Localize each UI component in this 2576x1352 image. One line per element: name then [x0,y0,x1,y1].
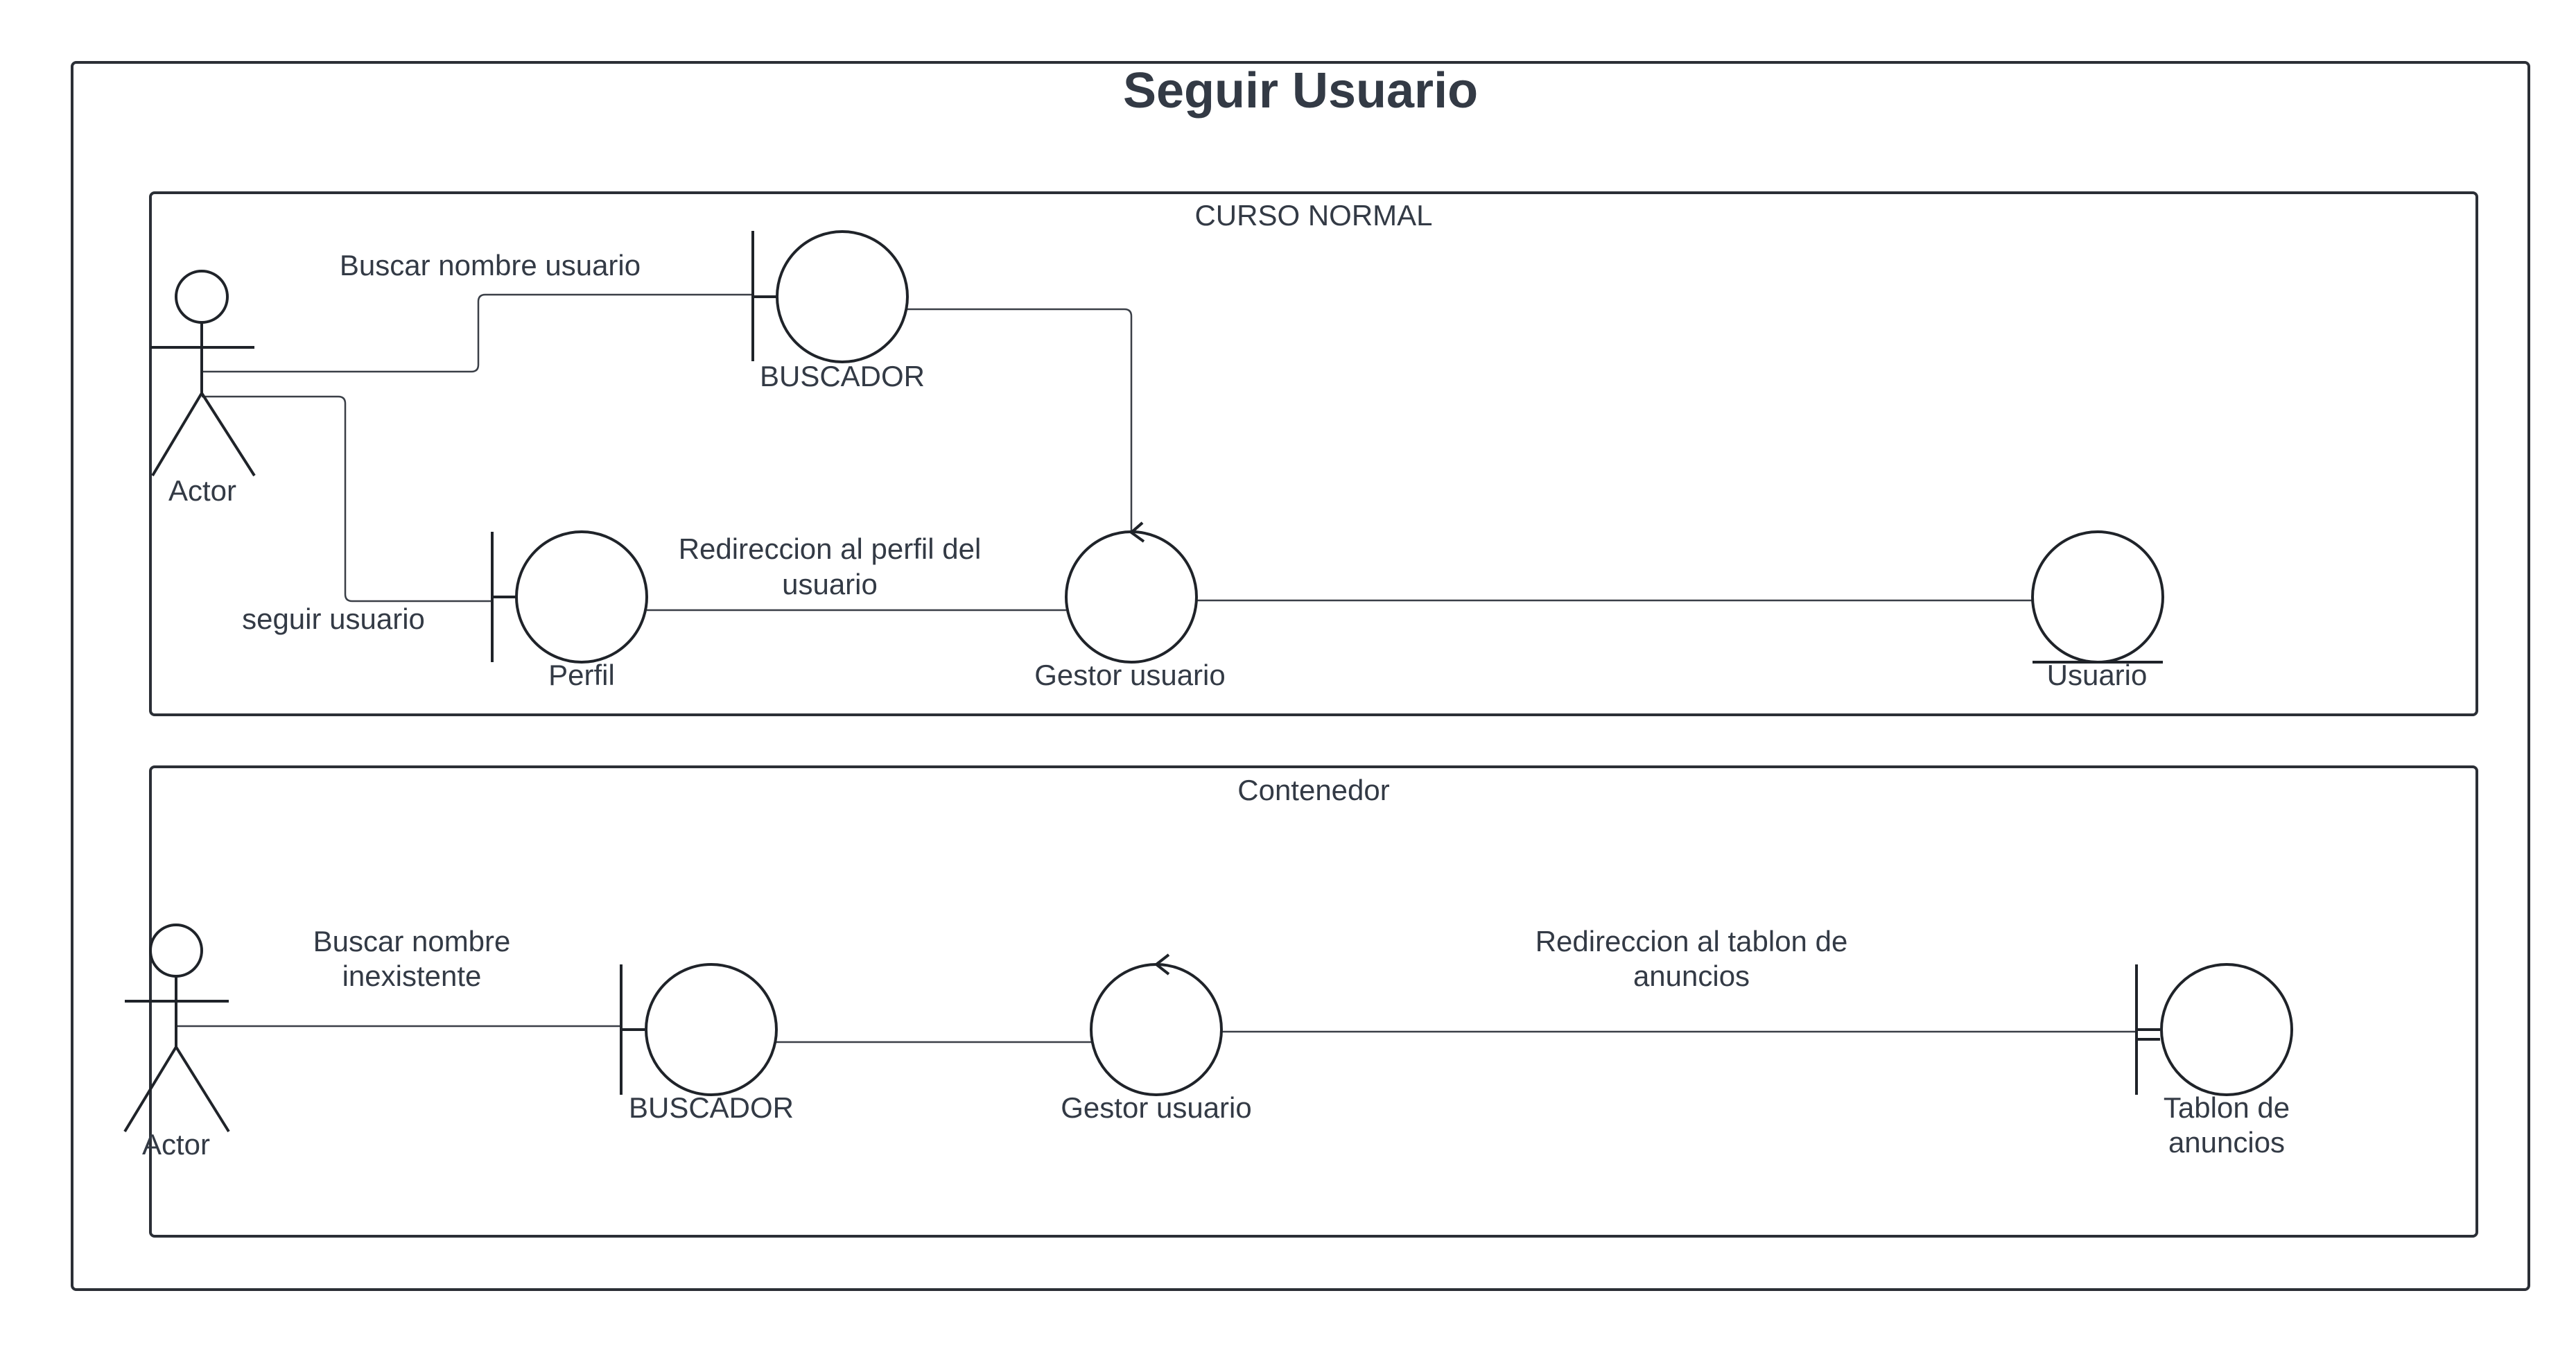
edge-label-redireccion-perfil-line2: usuario [782,568,878,600]
control-gestor-usuario-alt [1090,953,1223,1096]
edge-label-seguir-usuario: seguir usuario [242,603,425,635]
edge-label-redireccion-perfil-line1: Redireccion al perfil del [679,532,982,565]
buscador-label-alt: BUSCADOR [629,1091,794,1124]
entity-usuario [2031,530,2164,664]
boundary-buscador-alt [620,963,778,1096]
outer-frame [71,61,2530,1291]
edge-buscador-to-gestor [907,308,1133,532]
alternate-flow-frame [149,765,2478,1238]
perfil-label: Perfil [548,659,615,691]
actor-label-alt: Actor [142,1128,210,1161]
actor-label: Actor [168,474,236,507]
edge-label-buscar-nombre-usuario: Buscar nombre usuario [340,249,641,281]
edge-actor-to-buscador [202,293,753,373]
boundary-tablon-anuncios [2135,963,2293,1096]
edge-label-buscar-inexistente-line2: inexistente [342,960,482,992]
usuario-label: Usuario [2047,659,2148,691]
boundary-buscador [751,230,909,363]
edge-label-redireccion-tablon-line2: anuncios [1633,960,1750,992]
alternate-flow-frame-label: Contenedor [1237,774,1390,806]
actor-figure-alt [123,924,230,1133]
edge-actor-to-perfil [202,395,492,603]
gestor-usuario-label-alt: Gestor usuario [1061,1091,1251,1124]
normal-flow-frame-label: CURSO NORMAL [1194,199,1432,232]
edge-label-buscar-inexistente-line1: Buscar nombre [313,925,511,957]
boundary-perfil [491,530,648,664]
diagram-title: Seguir Usuario [1123,63,1478,119]
actor-figure [150,270,256,477]
normal-flow-frame [149,191,2478,716]
buscador-label: BUSCADOR [760,360,925,392]
edge-label-redireccion-tablon-line1: Redireccion al tablon de [1535,925,1848,957]
gestor-usuario-label: Gestor usuario [1034,659,1225,691]
tablon-anuncios-label-line1: Tablon de [2164,1091,2290,1124]
tablon-anuncios-label-line2: anuncios [2168,1126,2285,1159]
control-gestor-usuario [1065,521,1198,664]
